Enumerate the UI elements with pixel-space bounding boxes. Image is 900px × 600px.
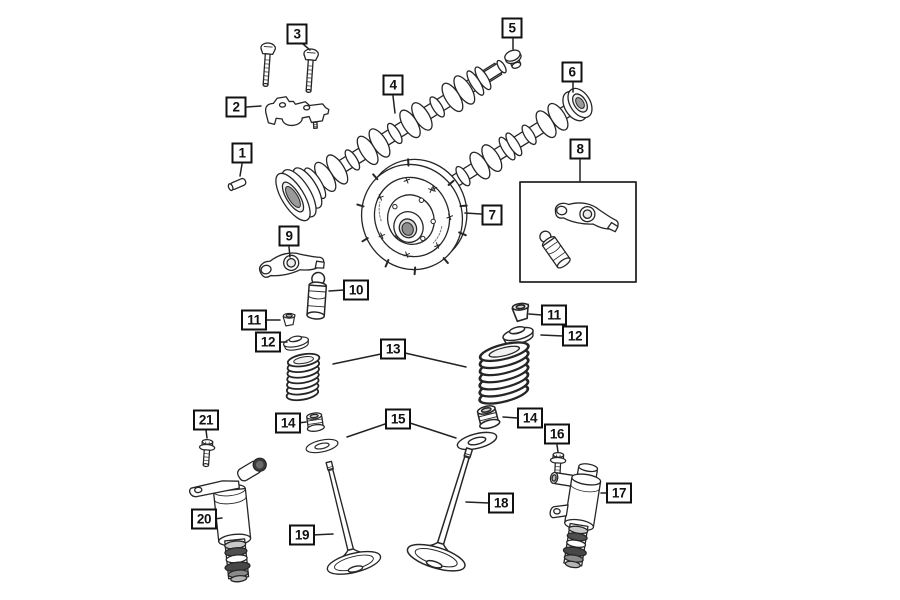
intake-valve-drawing [403, 439, 499, 578]
cap-bolt-b-drawing [300, 47, 320, 94]
leader-line-21 [205, 429, 208, 439]
callout-20[interactable]: 20 [191, 508, 217, 530]
valve-stem-seal-right-drawing [474, 403, 502, 431]
oil-control-valve-left-drawing [189, 457, 267, 583]
leader-line-16 [556, 444, 559, 453]
valve-lock-left-drawing [282, 312, 296, 327]
leader-line-1 [239, 163, 243, 177]
callout-16[interactable]: 16 [544, 423, 570, 445]
callout-12-left[interactable]: 12 [255, 331, 281, 353]
leader-line-15 [346, 423, 386, 438]
exhaust-camshaft-drawing [426, 87, 593, 206]
callout-21[interactable]: 21 [193, 409, 219, 431]
oil-control-valve-right-drawing [536, 457, 604, 571]
leader-line-18 [465, 501, 490, 504]
cam-phaser-drawing [356, 158, 468, 276]
leader-line-14-right [502, 416, 519, 419]
leader-line-9 [288, 246, 291, 258]
callout-14-left[interactable]: 14 [275, 412, 301, 434]
valve-stem-seal-left-drawing [304, 411, 326, 433]
cam-plug-drawing [504, 49, 522, 69]
leader-line-13 [404, 352, 467, 368]
leader-line-7 [464, 212, 482, 215]
leader-line-4 [392, 95, 396, 114]
callout-17[interactable]: 17 [606, 482, 632, 504]
callout-11-left[interactable]: 11 [241, 309, 267, 331]
callout-3[interactable]: 3 [286, 23, 308, 45]
leader-line-13 [332, 353, 382, 365]
callout-13[interactable]: 13 [380, 338, 406, 360]
callout-15[interactable]: 15 [385, 408, 411, 430]
callout-8[interactable]: 8 [569, 138, 591, 160]
lash-adjuster-drawing [306, 271, 328, 321]
callout-14-right[interactable]: 14 [517, 407, 543, 429]
leader-line-11-right [528, 313, 543, 316]
callout-12-right[interactable]: 12 [562, 325, 588, 347]
leader-line-19 [311, 533, 334, 536]
leader-line-10 [328, 289, 345, 292]
valve-lock-right-drawing [511, 301, 531, 323]
solenoid-bolt-left-drawing [197, 438, 216, 468]
callout-7[interactable]: 7 [481, 204, 503, 226]
cap-bolt-a-drawing [257, 41, 277, 88]
leader-line-2 [246, 105, 262, 108]
leader-line-12-right [540, 334, 564, 337]
callout-1[interactable]: 1 [231, 142, 253, 164]
callout-6[interactable]: 6 [561, 61, 583, 83]
callout-11-right[interactable]: 11 [541, 304, 567, 326]
dowel-pin-drawing [227, 177, 247, 192]
callout-10[interactable]: 10 [343, 279, 369, 301]
valve-spring-left-drawing [279, 350, 327, 404]
callout-5[interactable]: 5 [501, 17, 523, 39]
spring-seat-right-drawing [454, 428, 500, 454]
callout-9[interactable]: 9 [278, 225, 300, 247]
exhaust-valve-drawing [301, 454, 384, 580]
callout-18[interactable]: 18 [488, 492, 514, 514]
intake-camshaft-drawing [275, 59, 507, 222]
callout-19[interactable]: 19 [289, 524, 315, 546]
bearing-cap-drawing [264, 96, 330, 129]
valve-spring-right-drawing [466, 337, 542, 409]
detail-box-outline [519, 181, 637, 283]
leader-line-15 [409, 422, 457, 439]
callout-2[interactable]: 2 [225, 96, 247, 118]
spring-retainer-left-drawing [281, 333, 311, 353]
spring-seat-left-drawing [304, 436, 340, 456]
callout-4[interactable]: 4 [382, 74, 404, 96]
leader-line-3 [302, 43, 311, 51]
